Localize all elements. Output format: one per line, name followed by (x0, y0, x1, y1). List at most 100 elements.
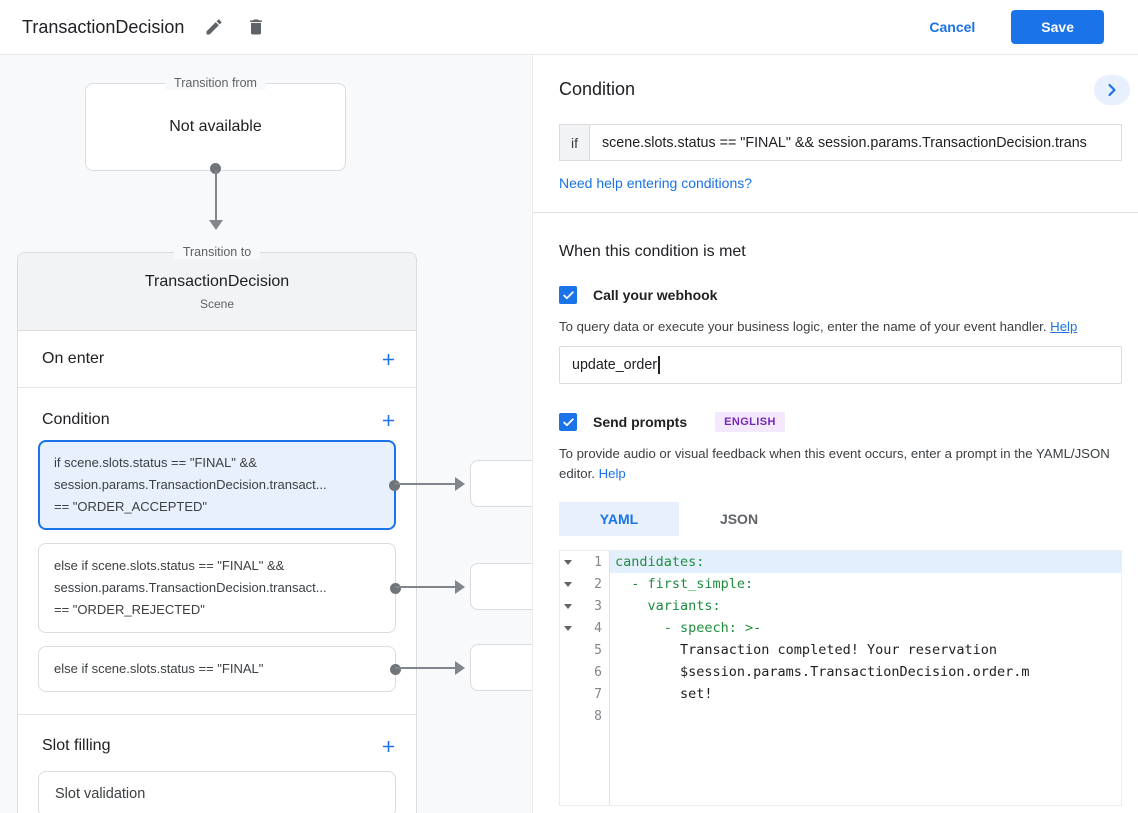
event-handler-input[interactable]: update_order (559, 346, 1122, 384)
topbar: TransactionDecision Cancel Save (0, 0, 1138, 55)
editor-line: 5 Transaction completed! Your reservatio… (560, 639, 1121, 661)
editor-gutter: 8 (560, 705, 609, 727)
editor-gutter: 5 (560, 639, 609, 661)
condition-card[interactable]: else if scene.slots.status == "FINAL" (38, 646, 401, 692)
fold-toggle[interactable] (560, 581, 576, 587)
caret-down-icon (564, 559, 572, 565)
call-webhook-checkbox[interactable] (559, 286, 577, 304)
connector-line (215, 171, 217, 221)
transition-to-card: Transition to TransactionDecision Scene … (17, 245, 417, 813)
webhook-helper-text: To query data or execute your business l… (559, 319, 1078, 334)
fold-toggle[interactable] (560, 559, 576, 565)
flow-canvas: Transition from Not available Transition… (0, 55, 532, 813)
editor-gutter: 7 (560, 683, 609, 705)
condition-text: if scene.slots.status == "FINAL" && (54, 455, 257, 470)
line-number: 1 (594, 554, 602, 570)
editor-gutter: 6 (560, 661, 609, 683)
editor-line: 6 $session.params.TransactionDecision.or… (560, 661, 1121, 683)
scene-type-label: Scene (199, 296, 235, 311)
editor-line: 1 candidates: (560, 551, 1121, 573)
transition-target-card[interactable] (470, 460, 532, 507)
condition-section: Condition if scene.slots.status == "FINA… (18, 388, 416, 715)
transition-from-value: Not available (169, 118, 262, 135)
section-divider (533, 212, 1138, 213)
code-text: candidates: (609, 551, 1121, 573)
prompts-help-link[interactable]: Help (598, 466, 626, 481)
condition-text: == "ORDER_ACCEPTED" (54, 499, 207, 514)
editor-tabs: YAML JSON (559, 502, 1122, 536)
check-icon (562, 417, 574, 426)
collapse-panel-button[interactable] (1094, 75, 1130, 105)
page-title: TransactionDecision (22, 16, 185, 37)
when-condition-met-title: When this condition is met (559, 243, 746, 260)
condition-detail-panel: Condition if Need help entering conditio… (532, 55, 1138, 813)
connector-port (389, 479, 400, 491)
plus-icon (382, 353, 395, 365)
trash-icon (250, 19, 263, 35)
plus-icon (382, 740, 395, 752)
transition-target-card[interactable] (470, 644, 532, 691)
slot-filling-label: Slot filling (42, 737, 111, 754)
editor-gutter: 1 (560, 551, 609, 573)
send-prompts-label: Send prompts (593, 414, 688, 430)
connector-dot (210, 163, 221, 174)
plus-icon (382, 414, 395, 426)
add-on-enter-button[interactable] (377, 348, 400, 371)
arrow-right-icon (455, 580, 465, 594)
if-prefix-label: if (559, 124, 590, 161)
scene-name: TransactionDecision (144, 272, 290, 290)
slot-validation-card[interactable]: Slot validation (38, 771, 396, 813)
transition-from-box: Transition from Not available (85, 76, 346, 171)
line-number: 4 (594, 620, 602, 636)
line-number: 5 (594, 642, 602, 658)
language-badge: ENGLISH (715, 412, 785, 432)
call-webhook-label: Call your webhook (593, 287, 718, 303)
connector-port (390, 582, 401, 594)
caret-down-icon (564, 581, 572, 587)
tab-json[interactable]: JSON (719, 511, 759, 527)
save-button[interactable]: Save (1011, 10, 1104, 44)
text-cursor (658, 356, 660, 374)
editor-line: 2 - first_simple: (560, 573, 1121, 595)
fold-toggle[interactable] (560, 625, 576, 631)
condition-text: == "ORDER_REJECTED" (54, 602, 205, 617)
condition-card[interactable]: else if scene.slots.status == "FINAL" &&… (38, 543, 401, 633)
editor-gutter: 3 (560, 595, 609, 617)
condition-card[interactable]: if scene.slots.status == "FINAL" &&sessi… (38, 440, 400, 530)
condition-expression-input[interactable] (589, 124, 1122, 161)
transition-target-card[interactable] (470, 563, 532, 610)
send-prompts-checkbox[interactable] (559, 413, 577, 431)
editor-gutter: 2 (560, 573, 609, 595)
edit-title-button[interactable] (200, 13, 228, 41)
transition-from-legend: Transition from (165, 76, 266, 90)
cancel-button[interactable]: Cancel (929, 19, 976, 35)
connector-port (390, 663, 401, 675)
on-enter-label: On enter (42, 350, 105, 367)
line-number: 8 (594, 708, 602, 724)
slot-filling-section: Slot filling Slot validation (18, 715, 416, 813)
delete-scene-button[interactable] (242, 13, 270, 41)
on-enter-section: On enter (18, 331, 416, 388)
editor-gutter: 4 (560, 617, 609, 639)
line-number: 6 (594, 664, 602, 680)
condition-help-link[interactable]: Need help entering conditions? (559, 175, 753, 191)
caret-down-icon (564, 603, 572, 609)
code-text: Transaction completed! Your reservation (615, 642, 998, 658)
panel-title: Condition (559, 79, 636, 99)
code-text: set! (615, 686, 713, 702)
editor-line: 7 set! (560, 683, 1121, 705)
scene-card-header: TransactionDecision Scene (18, 253, 416, 331)
tab-yaml[interactable]: YAML (559, 502, 679, 536)
pencil-icon (206, 19, 222, 35)
caret-down-icon (564, 625, 572, 631)
condition-text: else if scene.slots.status == "FINAL" (54, 661, 264, 676)
editor-line: 8 (560, 705, 1121, 727)
fold-toggle[interactable] (560, 603, 576, 609)
condition-card-list: if scene.slots.status == "FINAL" &&sessi… (18, 440, 416, 692)
webhook-help-link[interactable]: Help (1050, 319, 1078, 334)
line-number: 7 (594, 686, 602, 702)
add-slot-button[interactable] (377, 735, 400, 758)
add-condition-button[interactable] (377, 409, 400, 432)
